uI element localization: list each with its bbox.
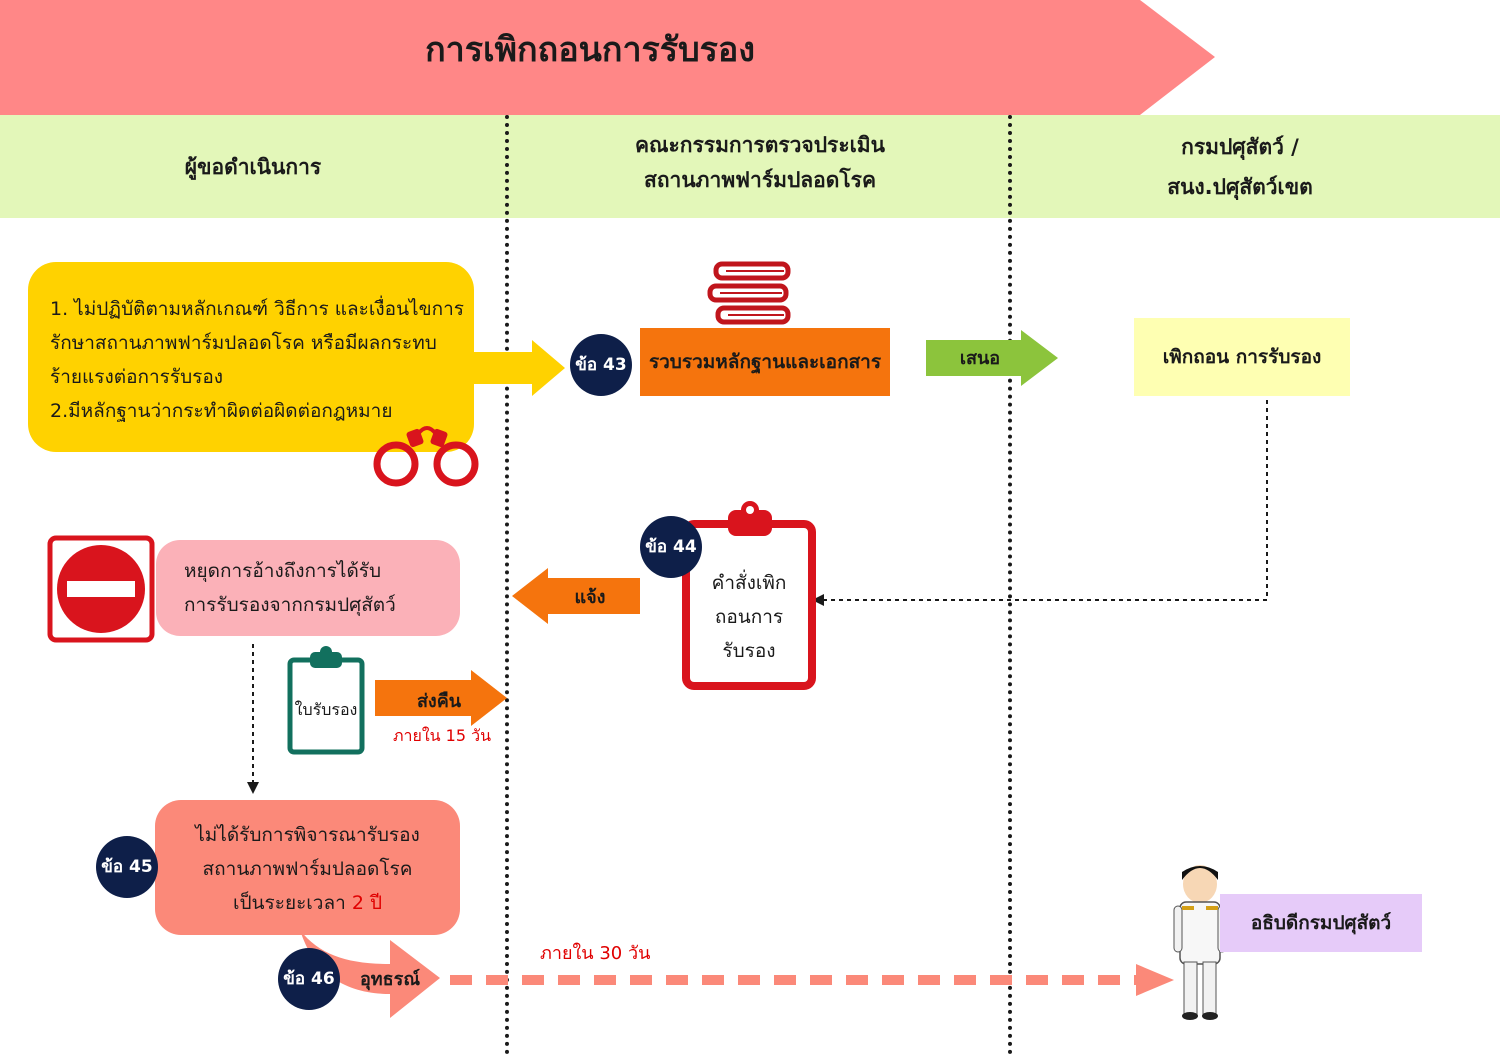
lane-department-title-line1: กรมปศุสัตว์ / xyxy=(1181,135,1299,159)
collect-evidence-box: รวบรวมหลักฐานและเอกสาร xyxy=(640,328,890,396)
director-general-box: อธิบดีกรมปศุสัตว์ xyxy=(1220,894,1422,952)
stop-to-notice-connector xyxy=(247,644,259,794)
clause-46-badge: ข้อ 46 xyxy=(278,948,340,1010)
lane-department-title-line2: สนง.ปศุสัตว์เขต xyxy=(1167,175,1313,199)
page-title: การเพิกถอนการรับรอง xyxy=(425,30,755,70)
revocation-order-text: คำสั่งเพิก ถอนการ รับรอง xyxy=(688,566,810,668)
certificate-clipboard-icon xyxy=(287,646,365,755)
clause-43-badge: ข้อ 43 xyxy=(570,334,632,396)
swimlane-header-bar xyxy=(0,115,1500,218)
reason-line-1: 1. ไม่ปฏิบัติตามหลักเกณฑ์ วิธีการ และเงื… xyxy=(50,298,464,320)
period-prefix: เป็นระยะเวลา xyxy=(232,892,346,914)
appeal-label: อุทธรณ์ xyxy=(359,969,421,990)
order-line-1: คำสั่งเพิก xyxy=(711,572,787,594)
revoke-certification-box: เพิกถอน การรับรอง xyxy=(1134,318,1350,396)
reason-line-3: ร้ายแรงต่อการรับรอง xyxy=(50,366,224,388)
stop-line-2: การรับรองจากกรมปศุสัตว์ xyxy=(184,594,396,616)
lane-applicant-title: ผู้ขอดำเนินการ xyxy=(184,155,322,179)
handcuffs-icon xyxy=(373,426,479,487)
appeal-to-director-dashed-arrow xyxy=(450,964,1174,996)
stop-line-1: หยุดการอ้างถึงการได้รับ xyxy=(184,560,382,582)
notify-label: แจ้ง xyxy=(574,587,606,608)
reason-line-2: รักษาสถานภาพฟาร์มปลอดโรค หรือมีผลกระทบ xyxy=(50,332,437,354)
header-banner-arrow xyxy=(0,0,1215,115)
return-deadline: ภายใน 15 วัน xyxy=(392,726,492,745)
not-considered-line-1: ไม่ได้รับการพิจารณารับรอง xyxy=(195,824,420,846)
lane-divider-1 xyxy=(505,115,509,1055)
appeal-deadline: ภายใน 30 วัน xyxy=(540,943,651,964)
books-icon xyxy=(707,261,791,325)
clause-44-badge: ข้อ 44 xyxy=(640,516,702,578)
not-considered-line-2: สถานภาพฟาร์มปลอดโรค xyxy=(202,858,413,880)
no-entry-icon xyxy=(47,535,155,643)
stop-claiming-box: หยุดการอ้างถึงการได้รับ การรับรองจากกรมป… xyxy=(156,540,460,636)
revoke-to-order-connector xyxy=(812,400,1268,606)
lane-divider-2 xyxy=(1008,115,1012,1055)
reasons-to-committee-arrow xyxy=(470,340,565,396)
notify-arrow xyxy=(512,568,640,624)
revocation-reasons-box: 1. ไม่ปฏิบัติตามหลักเกณฑ์ วิธีการ และเงื… xyxy=(28,262,474,452)
certificate-label: ใบรับรอง xyxy=(294,700,358,719)
lane-committee-title-line2: สถานภาพฟาร์มปลอดโรค xyxy=(644,168,876,192)
clipboard-icon xyxy=(682,501,816,690)
not-considered-box: ไม่ได้รับการพิจารณารับรอง สถานภาพฟาร์มปล… xyxy=(155,800,460,935)
not-considered-line-3: เป็นระยะเวลา 2 ปี xyxy=(155,886,460,920)
appeal-arrow xyxy=(300,930,440,1018)
order-line-3: รับรอง xyxy=(722,640,776,662)
period-value: 2 ปี xyxy=(351,892,383,914)
lane-committee-title-line1: คณะกรรมการตรวจประเมิน xyxy=(635,133,885,157)
return-label: ส่งคืน xyxy=(416,691,462,712)
official-person-icon xyxy=(1173,865,1227,1020)
return-certificate-arrow xyxy=(375,670,507,726)
reason-line-4: 2.มีหลักฐานว่ากระทำผิดต่อผิดต่อกฎหมาย xyxy=(50,400,393,422)
propose-label: เสนอ xyxy=(959,348,1001,369)
clause-45-badge: ข้อ 45 xyxy=(96,836,158,898)
order-line-2: ถอนการ xyxy=(714,606,784,628)
propose-arrow xyxy=(926,330,1058,386)
